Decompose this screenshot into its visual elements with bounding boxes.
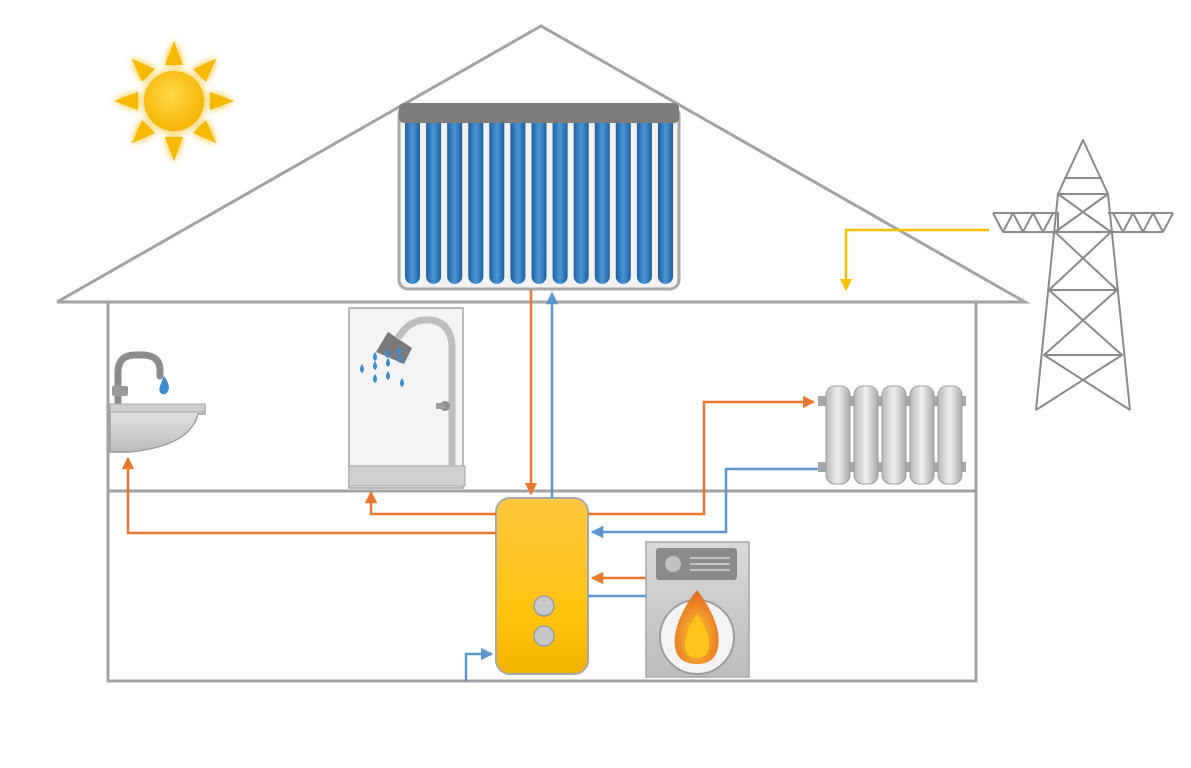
collector-tube bbox=[552, 116, 568, 284]
shower-hot-line bbox=[364, 490, 496, 516]
collector-tube bbox=[615, 116, 631, 284]
electric-feed-line bbox=[839, 228, 989, 292]
radiator-fin bbox=[909, 385, 935, 485]
collector-tube bbox=[510, 116, 526, 284]
house-outline bbox=[56, 24, 1031, 683]
radiator-icon bbox=[818, 385, 966, 485]
hot-water-tank-icon bbox=[495, 497, 589, 675]
collector-tube bbox=[468, 116, 484, 284]
water-drop bbox=[373, 374, 377, 383]
collector-tube bbox=[447, 116, 463, 284]
water-drop bbox=[398, 354, 402, 363]
water-drop bbox=[373, 352, 377, 361]
collector-tube bbox=[489, 116, 505, 284]
water-drop bbox=[385, 349, 389, 358]
vacuum-tube-collector-icon bbox=[397, 103, 681, 291]
radiator-fin bbox=[881, 385, 907, 485]
pipes bbox=[121, 228, 989, 681]
oil-boiler-flame-icon bbox=[645, 541, 750, 678]
water-drops bbox=[360, 346, 404, 387]
water-supply-line bbox=[464, 647, 494, 681]
radiator-cold-line bbox=[590, 467, 818, 539]
water-drop bbox=[373, 361, 377, 370]
collector-tube bbox=[573, 116, 589, 284]
radiator-fin bbox=[937, 385, 963, 485]
collector-tube bbox=[405, 116, 420, 284]
collector-tube bbox=[594, 116, 610, 284]
shower-icon bbox=[348, 307, 466, 489]
power-pylon-icon bbox=[992, 139, 1174, 411]
sun-icon bbox=[114, 41, 234, 161]
radiator-fin bbox=[853, 385, 879, 485]
collector-tube bbox=[658, 116, 673, 284]
water-drop bbox=[360, 364, 364, 373]
sink-faucet-icon bbox=[109, 351, 206, 453]
radiator-hot-line bbox=[588, 395, 816, 516]
sink-hot-line bbox=[121, 456, 496, 535]
water-drop bbox=[386, 371, 390, 380]
collector-tube bbox=[531, 116, 547, 284]
water-drop bbox=[400, 378, 404, 387]
radiator-fin bbox=[825, 385, 851, 485]
water-drop bbox=[386, 358, 390, 367]
water-drop bbox=[397, 346, 401, 355]
collector-tube bbox=[426, 116, 442, 284]
collector-tube bbox=[636, 116, 652, 284]
collector-tubes bbox=[405, 116, 673, 284]
